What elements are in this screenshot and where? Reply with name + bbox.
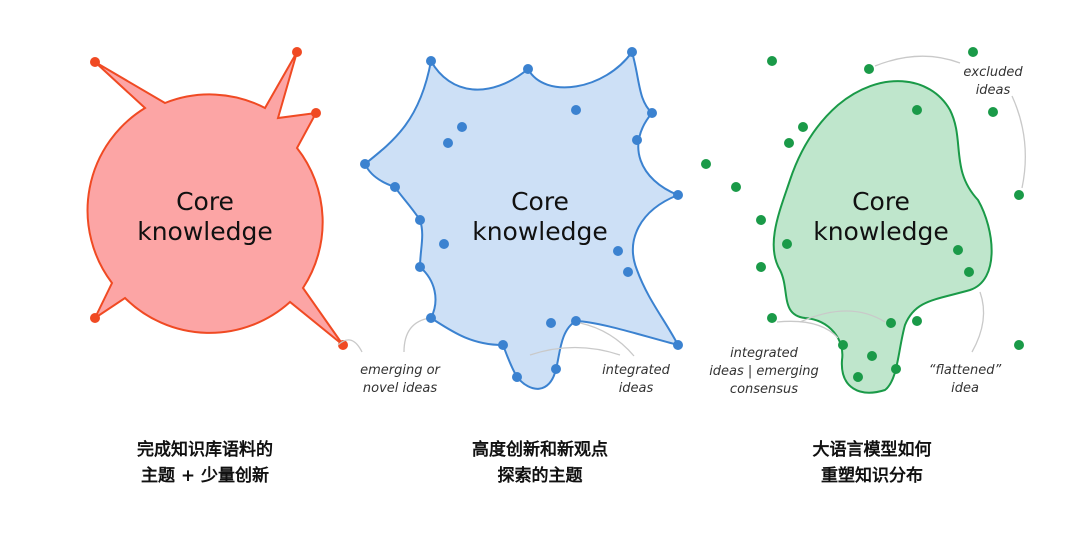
annotation-flattened-1: “flattened” <box>929 363 1002 378</box>
green-point <box>953 245 963 255</box>
blue-point <box>673 190 683 200</box>
green-core-shape <box>772 80 993 394</box>
blue-point <box>627 47 637 57</box>
green-point <box>867 351 877 361</box>
green-point <box>784 138 794 148</box>
green-point <box>701 159 711 169</box>
red-core-label-2: knowledge <box>137 217 273 246</box>
annotation-excluded-1: excluded <box>963 65 1023 80</box>
green-point <box>886 318 896 328</box>
red-point <box>292 47 302 57</box>
green-point <box>964 267 974 277</box>
panel-blue: Core knowledge integrated ideas 高度创新和新观点… <box>360 47 683 486</box>
blue-point <box>512 372 522 382</box>
green-point <box>891 364 901 374</box>
caption-blue-1: 高度创新和新观点 <box>472 439 608 460</box>
blue-point <box>415 262 425 272</box>
blue-point <box>673 340 683 350</box>
green-point <box>988 107 998 117</box>
leader-line-emerging <box>403 317 431 353</box>
annotation-integrated-2: ideas <box>619 381 654 396</box>
blue-point <box>523 64 533 74</box>
panel-green: Core knowledge excluded ideas integrated… <box>701 47 1026 486</box>
blue-point <box>571 105 581 115</box>
caption-red-2: 主题 + 少量创新 <box>141 465 269 486</box>
blue-point <box>439 239 449 249</box>
leader-line-consensus <box>799 310 886 323</box>
blue-point <box>426 313 436 323</box>
green-point <box>968 47 978 57</box>
blue-point <box>551 364 561 374</box>
caption-green-2: 重塑知识分布 <box>821 465 923 486</box>
green-core-label-2: knowledge <box>813 217 949 246</box>
leader-line-flattened <box>971 291 985 353</box>
caption-blue-2: 探索的主题 <box>498 465 584 486</box>
red-core-shape <box>86 51 344 346</box>
annotation-integrated-1: integrated <box>602 363 671 378</box>
green-point <box>767 313 777 323</box>
blue-point <box>457 122 467 132</box>
green-point <box>798 122 808 132</box>
green-point <box>838 340 848 350</box>
panel-red: Core knowledge emerging or novel ideas 完… <box>86 47 442 486</box>
annotation-consensus-2: ideas | emerging <box>709 364 819 379</box>
blue-core-label-1: Core <box>511 187 569 216</box>
blue-point <box>498 340 508 350</box>
blue-point <box>623 267 633 277</box>
leader-line-integrated <box>529 346 621 356</box>
green-point <box>1014 190 1024 200</box>
green-point <box>912 316 922 326</box>
blue-point <box>546 318 556 328</box>
green-core-label-1: Core <box>852 187 910 216</box>
green-point <box>853 372 863 382</box>
leader-line-integrated <box>579 322 635 357</box>
green-point <box>756 262 766 272</box>
green-point <box>1014 340 1024 350</box>
blue-point <box>415 215 425 225</box>
leader-line-consensus <box>776 320 839 339</box>
blue-point <box>360 159 370 169</box>
annotation-emerging-1: emerging or <box>360 363 441 378</box>
leader-line-excluded <box>874 55 961 67</box>
red-point <box>90 57 100 67</box>
annotation-consensus-3: consensus <box>730 382 798 397</box>
annotation-emerging-2: novel ideas <box>363 381 437 396</box>
red-core-label-1: Core <box>176 187 234 216</box>
annotation-flattened-2: idea <box>951 381 979 396</box>
blue-point <box>426 56 436 66</box>
green-point <box>864 64 874 74</box>
blue-core-shape <box>363 49 681 390</box>
green-point <box>756 215 766 225</box>
blue-point <box>571 316 581 326</box>
red-point <box>90 313 100 323</box>
blue-core-label-2: knowledge <box>472 217 608 246</box>
annotation-consensus-1: integrated <box>730 346 799 361</box>
caption-red-1: 完成知识库语料的 <box>137 439 273 460</box>
blue-point <box>647 108 657 118</box>
blue-point <box>632 135 642 145</box>
green-point <box>731 182 741 192</box>
leader-line-excluded <box>1011 95 1026 189</box>
green-point <box>782 239 792 249</box>
red-point <box>311 108 321 118</box>
blue-point <box>390 182 400 192</box>
green-point <box>912 105 922 115</box>
blue-point <box>613 246 623 256</box>
green-point <box>767 56 777 66</box>
annotation-excluded-2: ideas <box>976 83 1011 98</box>
caption-green-1: 大语言模型如何 <box>813 439 932 460</box>
leader-line-emerging <box>337 339 363 353</box>
blue-point <box>443 138 453 148</box>
